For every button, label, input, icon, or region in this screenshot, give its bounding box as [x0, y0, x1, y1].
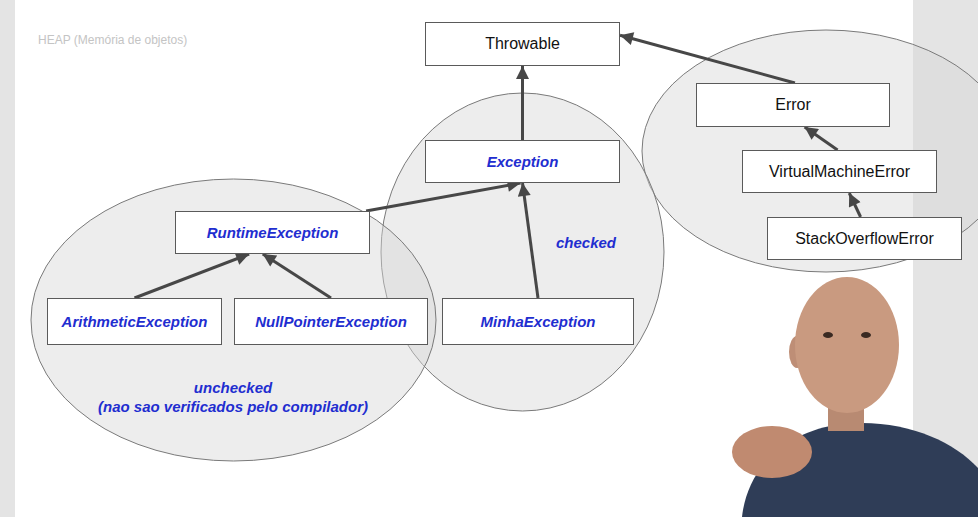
inheritance-arrow [521, 66, 524, 140]
class-name: StackOverflowError [795, 230, 934, 248]
inheritance-arrow [849, 193, 860, 217]
class-name: NullPointerException [255, 313, 407, 331]
presenter-hands [732, 426, 812, 478]
ellipse-shape [31, 179, 436, 461]
presenter-eye [861, 332, 871, 338]
class-box: VirtualMachineError [742, 150, 937, 193]
class-box: StackOverflowError [767, 217, 962, 260]
inheritance-arrow [805, 127, 838, 150]
inheritance-arrow [366, 183, 520, 211]
inheritance-arrow [263, 254, 331, 298]
class-box: NullPointerException [234, 298, 428, 345]
class-name: Throwable [485, 35, 560, 53]
class-name: ArithmeticException [62, 313, 208, 331]
class-box: MinhaException [442, 298, 634, 345]
group-caption: checked [526, 234, 646, 252]
presenter-eye [823, 332, 833, 338]
error-region [642, 30, 978, 272]
group-caption: unchecked [133, 379, 333, 397]
class-box: RuntimeException [175, 211, 370, 254]
class-name: Exception [487, 153, 559, 171]
class-box: Error [696, 83, 890, 127]
group-caption: (nao sao verificados pelo compilador) [68, 398, 398, 416]
class-box: Throwable [425, 22, 620, 66]
group-ellipse: unchecked(nao sao verificados pelo compi… [30, 178, 437, 462]
class-name: RuntimeException [207, 224, 339, 242]
watermark-label: HEAP (Memória de objetos) [38, 33, 187, 47]
class-name: MinhaException [480, 313, 595, 331]
class-box: Exception [425, 140, 620, 183]
presenter-figure [732, 277, 978, 517]
class-box: ArithmeticException [47, 298, 222, 345]
inheritance-arrow [135, 254, 250, 298]
presenter-head [795, 277, 899, 413]
inheritance-arrow [523, 183, 539, 298]
class-name: VirtualMachineError [769, 163, 910, 181]
class-name: Error [775, 96, 811, 114]
inheritance-arrow [620, 35, 795, 83]
